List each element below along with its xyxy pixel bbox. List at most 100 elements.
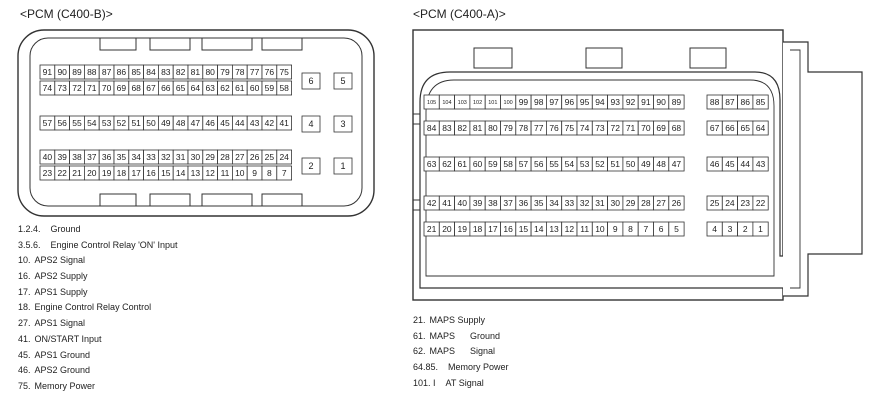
pin-label: 81 — [191, 67, 201, 77]
pin-23: 23 — [737, 195, 754, 211]
pin-56: 56 — [530, 156, 547, 172]
pin-label: 52 — [595, 159, 605, 169]
pin-label: 64 — [756, 123, 766, 133]
pin-83: 83 — [438, 120, 455, 136]
pin-88: 88 — [706, 94, 723, 110]
pin-26: 26 — [668, 195, 685, 211]
pin-label: 84 — [427, 123, 437, 133]
pin-80: 80 — [484, 120, 501, 136]
pin-31: 31 — [172, 149, 189, 165]
pin-label: 14 — [534, 224, 544, 234]
pin-12: 12 — [561, 221, 578, 237]
pin-label: 77 — [250, 67, 260, 77]
pin-70: 70 — [98, 80, 115, 96]
pin-45: 45 — [721, 156, 738, 172]
pin-label: 39 — [57, 152, 67, 162]
pin-label: 68 — [672, 123, 682, 133]
pin-label: 88 — [710, 97, 720, 107]
pin-30: 30 — [607, 195, 624, 211]
pin-105: 105 — [423, 94, 440, 110]
pin-label: 95 — [580, 97, 590, 107]
legend-pin-numbers: 62. — [413, 346, 426, 357]
pin-75: 75 — [561, 120, 578, 136]
pin-30: 30 — [187, 149, 204, 165]
pin-22: 22 — [752, 195, 769, 211]
pin-label: 41 — [279, 118, 289, 128]
pin-label: 90 — [656, 97, 666, 107]
pin-label: 11 — [580, 224, 589, 234]
pin-label: 30 — [191, 152, 201, 162]
pin-label: 80 — [205, 67, 215, 77]
pin-72: 72 — [607, 120, 624, 136]
pin-3: 3 — [333, 115, 353, 133]
pin-label: 73 — [595, 123, 605, 133]
pin-label: 45 — [725, 159, 735, 169]
pin-label: 65 — [176, 83, 186, 93]
pin-89: 89 — [69, 64, 85, 80]
pin-label: 59 — [265, 83, 275, 93]
pin-72: 72 — [69, 80, 85, 96]
pin-label: 68 — [131, 83, 141, 93]
pin-label: 74 — [580, 123, 590, 133]
pin-75: 75 — [276, 64, 292, 80]
pin-label: 4 — [712, 224, 717, 234]
pin-label: 42 — [427, 198, 437, 208]
right-connector-title: <PCM (C400-A)> — [413, 7, 506, 21]
pin-label: 45 — [220, 118, 230, 128]
left-latch-tab — [99, 193, 137, 207]
legend-row: 18.Engine Control Relay Control — [18, 300, 178, 316]
pin-label: 60 — [473, 159, 483, 169]
pin-label: 53 — [580, 159, 590, 169]
legend-pin-numbers: 64.85. — [413, 362, 439, 373]
pin-label: 22 — [756, 198, 766, 208]
pin-label: 1 — [758, 224, 763, 234]
pin-35: 35 — [530, 195, 547, 211]
pin-label: 27 — [656, 198, 666, 208]
pin-label: 63 — [427, 159, 437, 169]
pin-label: 40 — [458, 198, 468, 208]
pin-label: 58 — [503, 159, 513, 169]
pin-label: 72 — [72, 83, 82, 93]
legend-pin-numbers: 16. — [18, 271, 31, 282]
pin-label: 21 — [427, 224, 437, 234]
right-top-notch — [473, 47, 513, 69]
pin-label: 102 — [473, 100, 482, 106]
pin-91: 91 — [637, 94, 654, 110]
pin-102: 102 — [469, 94, 486, 110]
right-inner-wall — [425, 79, 775, 277]
pin-label: 18 — [117, 168, 127, 178]
pin-label: 86 — [741, 97, 751, 107]
pin-2: 2 — [737, 221, 754, 237]
pin-label: 15 — [161, 168, 171, 178]
legend-description: Ground — [50, 224, 81, 234]
pin-label: 71 — [87, 83, 97, 93]
pin-label: 17 — [131, 168, 141, 178]
pin-label: 23 — [43, 168, 53, 178]
pin-label: 37 — [503, 198, 513, 208]
legend-row: 21.MAPS Supply — [413, 313, 509, 329]
pin-40: 40 — [454, 195, 471, 211]
pin-53: 53 — [576, 156, 593, 172]
pin-label: 76 — [549, 123, 559, 133]
pin-label: 15 — [519, 224, 529, 234]
pin-label: 21 — [72, 168, 82, 178]
pin-label: 48 — [176, 118, 186, 128]
pin-label: 2 — [308, 161, 313, 171]
pin-66: 66 — [721, 120, 738, 136]
legend-pin-numbers: 101. I — [413, 377, 436, 388]
pin-20: 20 — [438, 221, 455, 237]
pin-label: 33 — [565, 198, 575, 208]
pin-19: 19 — [454, 221, 471, 237]
right-top-notch — [689, 47, 727, 69]
pin-label: 93 — [611, 97, 621, 107]
pin-25: 25 — [706, 195, 723, 211]
pin-label: 70 — [102, 83, 112, 93]
pin-label: 76 — [265, 67, 275, 77]
pin-label: 24 — [279, 152, 289, 162]
legend-description: APS2 Supply — [34, 271, 88, 282]
legend-row: 61.MAPS Ground — [413, 329, 509, 345]
pin-label: 50 — [626, 159, 636, 169]
pin-label: 24 — [725, 198, 735, 208]
pin-label: 8 — [628, 224, 633, 234]
